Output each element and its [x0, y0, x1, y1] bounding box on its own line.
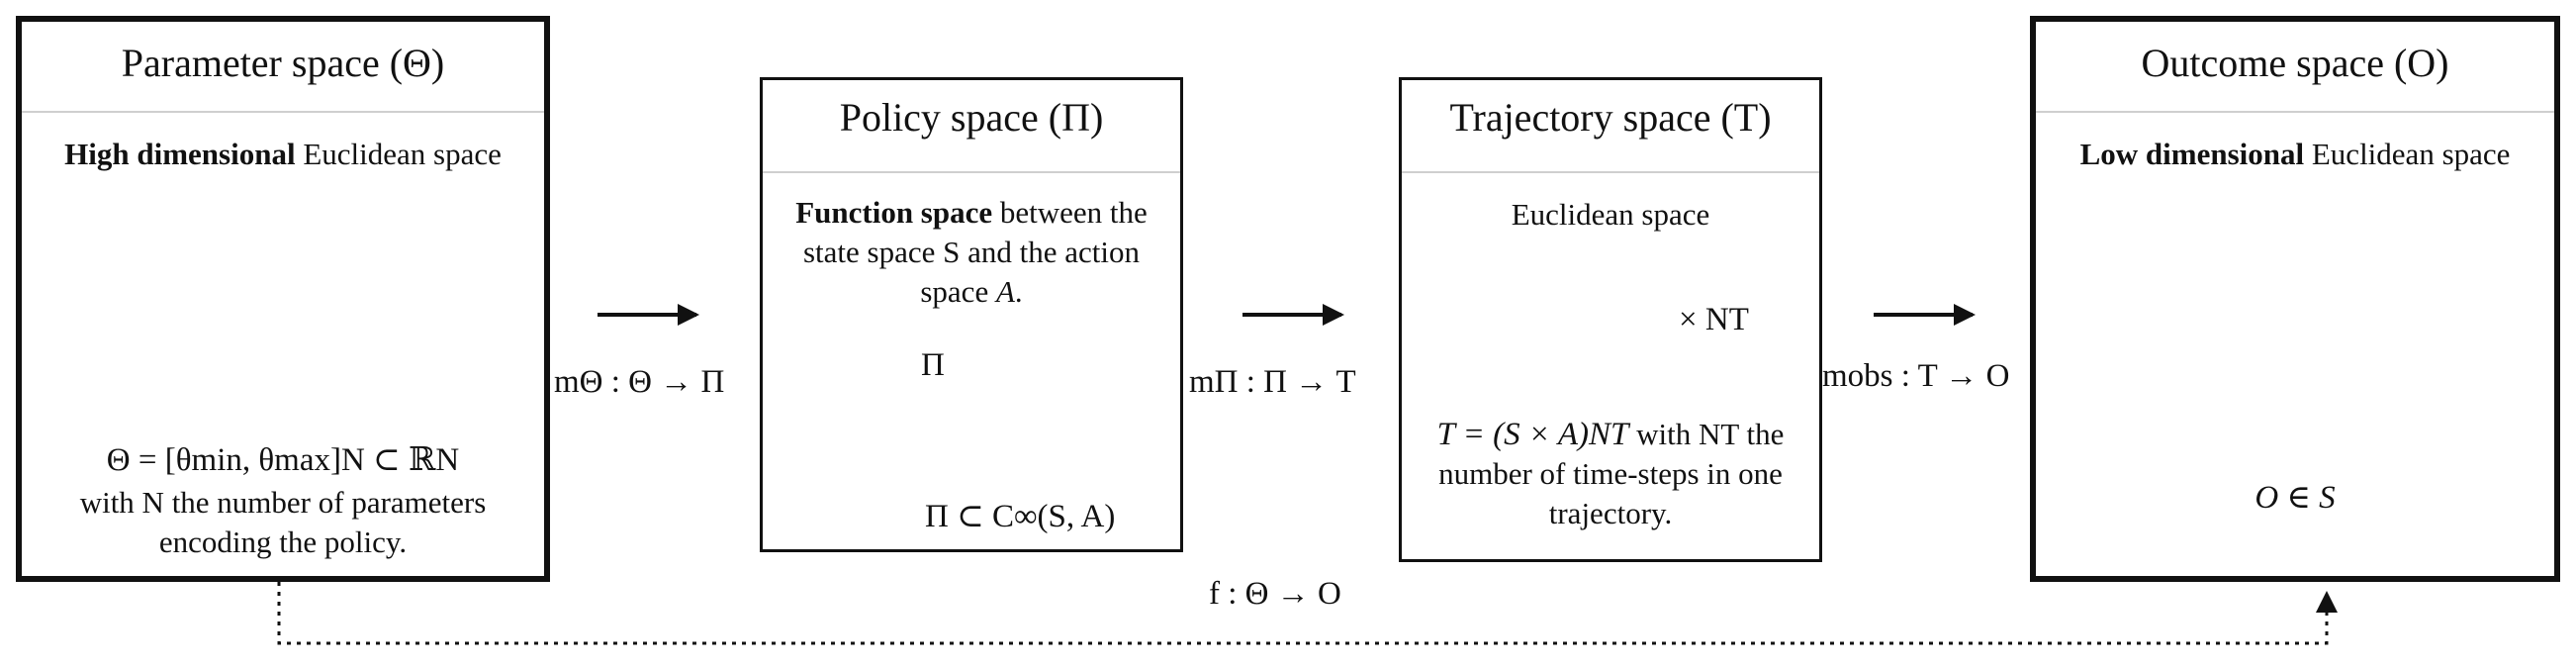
- subtitle-bold: High dimensional: [64, 137, 296, 171]
- subtitle-rest: Euclidean space: [295, 137, 502, 171]
- parameter-space-desc: with N the number of parameters encoding…: [22, 483, 544, 562]
- mapping-m-obs: mobs : T → O: [1822, 358, 2010, 394]
- parameter-space-box: Parameter space (Θ) High dimensional Euc…: [16, 16, 550, 582]
- title-divider: [1402, 171, 1819, 173]
- mapping-m-theta: mΘ : Θ → Π: [554, 364, 725, 400]
- desc-line-3-pre: space: [920, 274, 996, 309]
- desc-line-2: number of time-steps in one: [1438, 456, 1783, 491]
- trajectory-multiplier: × NT: [1679, 302, 1749, 337]
- formula-tail: with NT the: [1628, 417, 1785, 451]
- blob-label: Π: [921, 347, 945, 383]
- mapping-f: f : Θ → O: [1209, 576, 1341, 612]
- title-divider: [2036, 111, 2554, 113]
- trajectory-formula: T = (S × A)NT: [1436, 417, 1629, 452]
- subtitle-bold: Low dimensional: [2079, 137, 2305, 171]
- desc-line-1: with N the number of parameters: [79, 485, 487, 520]
- policy-space-desc: Function space between the state space S…: [763, 193, 1180, 312]
- subtitle-rest: Euclidean space: [2304, 137, 2511, 171]
- trajectory-space-subtitle: Euclidean space: [1511, 197, 1710, 232]
- mapping-m-pi: mΠ : Π → T: [1189, 364, 1356, 400]
- policy-space-formula: Π ⊂ C∞(S, A): [925, 499, 1116, 534]
- outcome-space-subtitle: Low dimensional Euclidean space: [2036, 135, 2554, 174]
- desc-rest: between the: [992, 195, 1148, 230]
- parameter-space-title: Parameter space (Θ): [121, 41, 445, 85]
- parameter-space-formula: Θ = [θmin, θmax]N ⊂ ℝN: [22, 439, 544, 479]
- desc-line-2: encoding the policy.: [158, 525, 408, 559]
- desc-line-3: trajectory.: [1548, 496, 1673, 530]
- trajectory-space-desc: T = (S × A)NT with NT the number of time…: [1402, 415, 1819, 533]
- desc-line-2: state space S and the action: [802, 235, 1141, 269]
- outcome-space-title: Outcome space (O): [2141, 41, 2449, 85]
- desc-line-3-post: .: [1014, 274, 1023, 309]
- formula-text: Θ = [θmin, θmax]N ⊂ ℝN: [106, 442, 460, 478]
- desc-line-3-var: A: [995, 274, 1015, 309]
- dotted-connector-f: [277, 582, 2338, 645]
- title-divider: [22, 111, 544, 113]
- policy-space-box: Policy space (Π) Function space between …: [760, 77, 1183, 552]
- policy-space-title: Policy space (Π): [839, 95, 1104, 140]
- desc-bold: Function space: [795, 195, 993, 230]
- trajectory-space-title: Trajectory space (T): [1449, 95, 1772, 140]
- parameter-space-subtitle: High dimensional Euclidean space: [22, 135, 544, 174]
- outcome-space-box: Outcome space (O) Low dimensional Euclid…: [2030, 16, 2560, 582]
- title-divider: [763, 171, 1180, 173]
- outcome-space-formula: O ∈ S: [2254, 480, 2336, 516]
- trajectory-space-box: Trajectory space (T) Euclidean space × N…: [1399, 77, 1822, 562]
